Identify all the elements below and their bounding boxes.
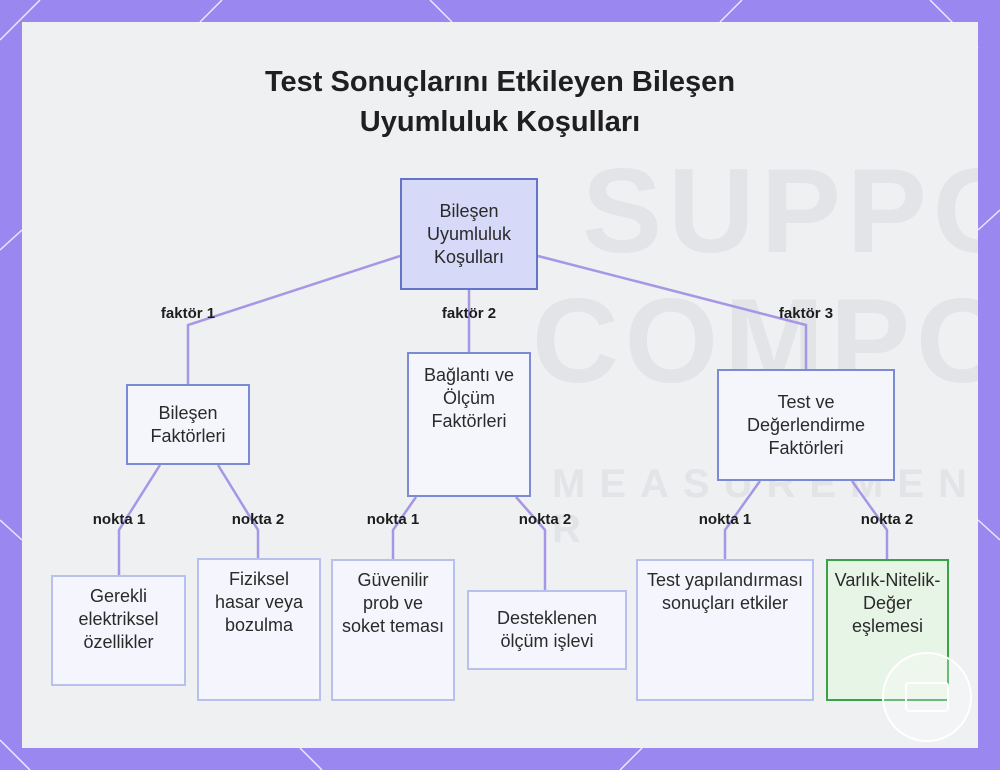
leaf-node-test-config: Test yapılandırması sonuçları etkiler [636,559,814,701]
diagram-title: Test Sonuçlarını Etkileyen Bileşen Uyuml… [0,62,1000,142]
edge-label-factor-3: faktör 3 [778,305,834,322]
edge-root-branch3 [537,254,808,369]
watermark-badge [882,652,972,742]
edge-label-point-1a: nokta 1 [92,511,146,528]
edge-label-factor-2: faktör 2 [441,305,497,322]
title-line-1: Test Sonuçlarını Etkileyen Bileşen [264,66,736,98]
leaf-node-electrical: Gerekli elektriksel özellikler [51,575,186,686]
edge-b2-leaf1 [391,496,418,559]
edge-b3-leaf2 [850,480,889,559]
branch-node-3: Test ve Değerlendirme Faktörleri [717,369,895,481]
root-node: Bileşen Uyumluluk Koşulları [400,178,538,290]
edge-b2-leaf2 [515,496,547,590]
edge-root-branch1 [186,254,401,384]
edge-label-point-2b: nokta 2 [518,511,572,528]
edge-label-factor-1: faktör 1 [160,305,216,322]
edge-b1-leaf2 [216,464,260,558]
edge-label-point-3b: nokta 2 [860,511,914,528]
title-line-2: Uyumluluk Koşulları [359,106,641,138]
edge-label-point-2a: nokta 1 [366,511,420,528]
leaf-node-damage: Fiziksel hasar veya bozulma [197,558,321,701]
edge-b1-leaf1 [117,464,162,575]
edge-b3-leaf1 [723,480,762,559]
branch-node-1: Bileşen Faktörleri [126,384,250,465]
tray-icon [905,682,949,712]
edge-label-point-3a: nokta 1 [698,511,752,528]
edge-label-point-1b: nokta 2 [231,511,285,528]
background-word-1: SUPPO [582,144,978,278]
leaf-node-measurement: Desteklenen ölçüm işlevi [467,590,627,670]
leaf-node-probe: Güvenilir prob ve soket teması [331,559,455,701]
branch-node-2: Bağlantı ve Ölçüm Faktörleri [407,352,531,497]
